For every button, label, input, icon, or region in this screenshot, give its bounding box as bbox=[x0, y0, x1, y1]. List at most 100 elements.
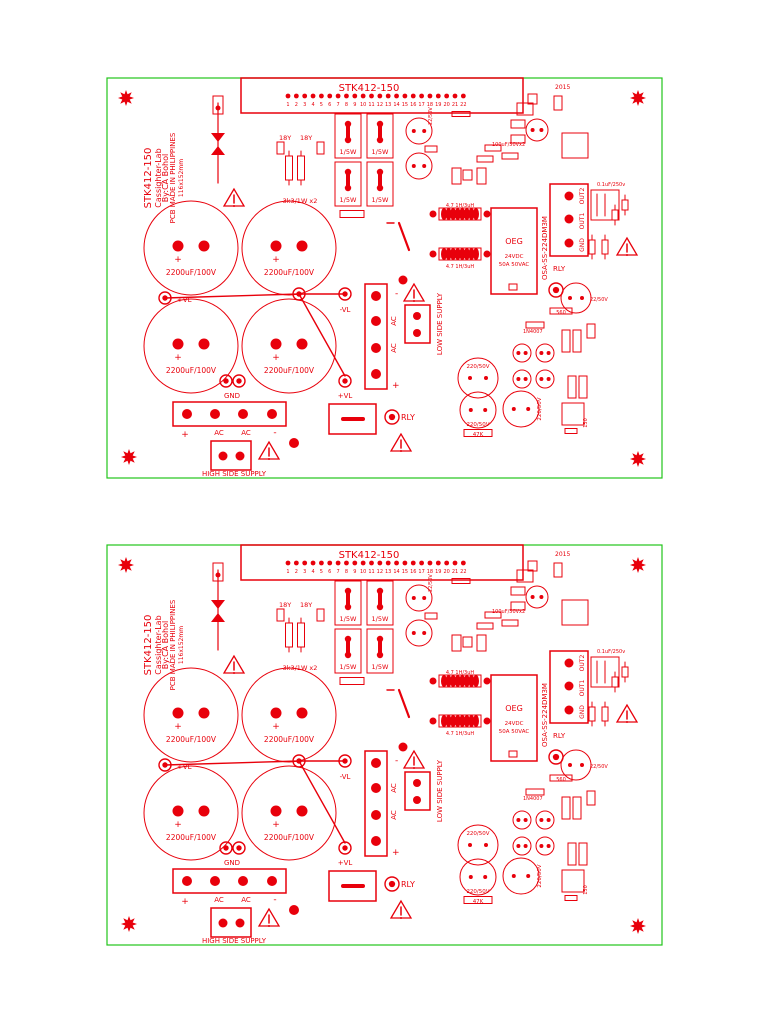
pin-number: 13 bbox=[385, 569, 391, 575]
resistor bbox=[611, 676, 619, 688]
pad bbox=[198, 338, 210, 350]
inductor-winding bbox=[459, 675, 466, 687]
pad bbox=[310, 560, 316, 566]
relay-rating: 50A 50VAC bbox=[499, 729, 530, 735]
pad bbox=[452, 93, 458, 99]
plus-mark: + bbox=[174, 722, 182, 732]
pad bbox=[435, 560, 441, 566]
power-resistor bbox=[366, 628, 394, 674]
resistor bbox=[476, 634, 487, 652]
small-capacitor bbox=[459, 391, 497, 429]
pin-number: 13 bbox=[385, 102, 391, 108]
relay bbox=[490, 207, 538, 295]
pad bbox=[523, 818, 528, 822]
resistor bbox=[510, 601, 526, 611]
ac-label: AC bbox=[241, 429, 251, 437]
pin-number: 1 bbox=[286, 102, 289, 108]
pad bbox=[413, 779, 421, 787]
pin-number: 12 bbox=[377, 102, 383, 108]
pad bbox=[198, 707, 210, 719]
electrolytic-capacitor bbox=[143, 200, 239, 296]
pad-ring bbox=[384, 876, 400, 892]
small-capacitor bbox=[459, 858, 497, 896]
resistor bbox=[553, 95, 563, 111]
resistor bbox=[588, 706, 596, 722]
credit-line: 116x152mm bbox=[178, 159, 185, 197]
transistor bbox=[561, 132, 589, 159]
plus-mark: + bbox=[392, 848, 400, 858]
warning-mark bbox=[233, 205, 235, 207]
pad bbox=[468, 843, 472, 847]
pin-number: 7 bbox=[337, 569, 340, 575]
electrolytic-capacitor bbox=[241, 667, 337, 763]
pin-number: 17 bbox=[418, 569, 424, 575]
resistor bbox=[561, 329, 571, 353]
mounting-hole bbox=[121, 449, 137, 465]
relay-rating: 24VDC bbox=[505, 721, 524, 727]
pad bbox=[435, 93, 441, 99]
pad bbox=[539, 595, 544, 599]
gnd-label: GND bbox=[579, 238, 586, 252]
warning-mark bbox=[413, 767, 415, 769]
low-side-label: LOW SIDE SUPPLY bbox=[436, 292, 444, 355]
fuse-holder bbox=[212, 95, 224, 115]
pad bbox=[483, 875, 488, 879]
ac-label: AC bbox=[390, 316, 398, 326]
resistor bbox=[297, 155, 305, 181]
inductor-winding bbox=[463, 715, 470, 727]
diode bbox=[525, 788, 545, 796]
pad bbox=[539, 128, 544, 132]
pad bbox=[371, 836, 381, 846]
inductor-winding bbox=[459, 208, 466, 220]
output-terminal bbox=[549, 650, 589, 724]
ac-label: AC bbox=[390, 810, 398, 820]
power-resistor bbox=[366, 113, 394, 159]
plus-mark: + bbox=[272, 353, 280, 363]
pad bbox=[568, 296, 572, 300]
diode-symbol bbox=[211, 613, 225, 622]
resistor-value: 1/5W bbox=[340, 148, 357, 156]
resistor bbox=[510, 119, 526, 129]
plus-mark: + bbox=[272, 820, 280, 830]
pad bbox=[546, 351, 551, 355]
ac-label: AC bbox=[390, 783, 398, 793]
resistor bbox=[621, 666, 629, 678]
plus-mark: + bbox=[174, 353, 182, 363]
pad bbox=[344, 560, 349, 566]
transistor bbox=[561, 869, 585, 893]
pad bbox=[564, 238, 574, 248]
pin-number: 14 bbox=[393, 569, 399, 575]
inductor bbox=[438, 207, 482, 221]
pad bbox=[539, 377, 544, 381]
pin-number: 3 bbox=[303, 102, 306, 108]
pin-number: 6 bbox=[328, 102, 331, 108]
pad-ring bbox=[338, 841, 352, 855]
small-capacitor bbox=[502, 390, 540, 428]
pad bbox=[289, 905, 299, 915]
small-capacitor bbox=[560, 282, 592, 314]
gnd-label: GND bbox=[224, 859, 240, 867]
resistor bbox=[462, 169, 473, 181]
resistor bbox=[424, 145, 438, 153]
pad bbox=[302, 560, 308, 566]
pin-number: 6 bbox=[328, 569, 331, 575]
pin-number: 5 bbox=[320, 569, 323, 575]
resistor bbox=[463, 429, 493, 437]
pad bbox=[468, 875, 473, 879]
resistor bbox=[285, 155, 293, 181]
plus-mark: + bbox=[272, 722, 280, 732]
pad bbox=[285, 93, 291, 99]
pad bbox=[564, 191, 574, 201]
pad bbox=[270, 707, 282, 719]
ac-label: AC bbox=[214, 896, 224, 904]
trace bbox=[298, 760, 346, 844]
warning-mark bbox=[626, 254, 628, 256]
rail-label: +VL bbox=[338, 392, 353, 400]
warning-mark bbox=[400, 917, 402, 919]
inductor-winding bbox=[473, 675, 479, 687]
resistor-value: 3k3/1W x2 bbox=[283, 664, 318, 672]
pad bbox=[172, 707, 184, 719]
resistor bbox=[549, 774, 573, 782]
pad bbox=[235, 451, 245, 461]
